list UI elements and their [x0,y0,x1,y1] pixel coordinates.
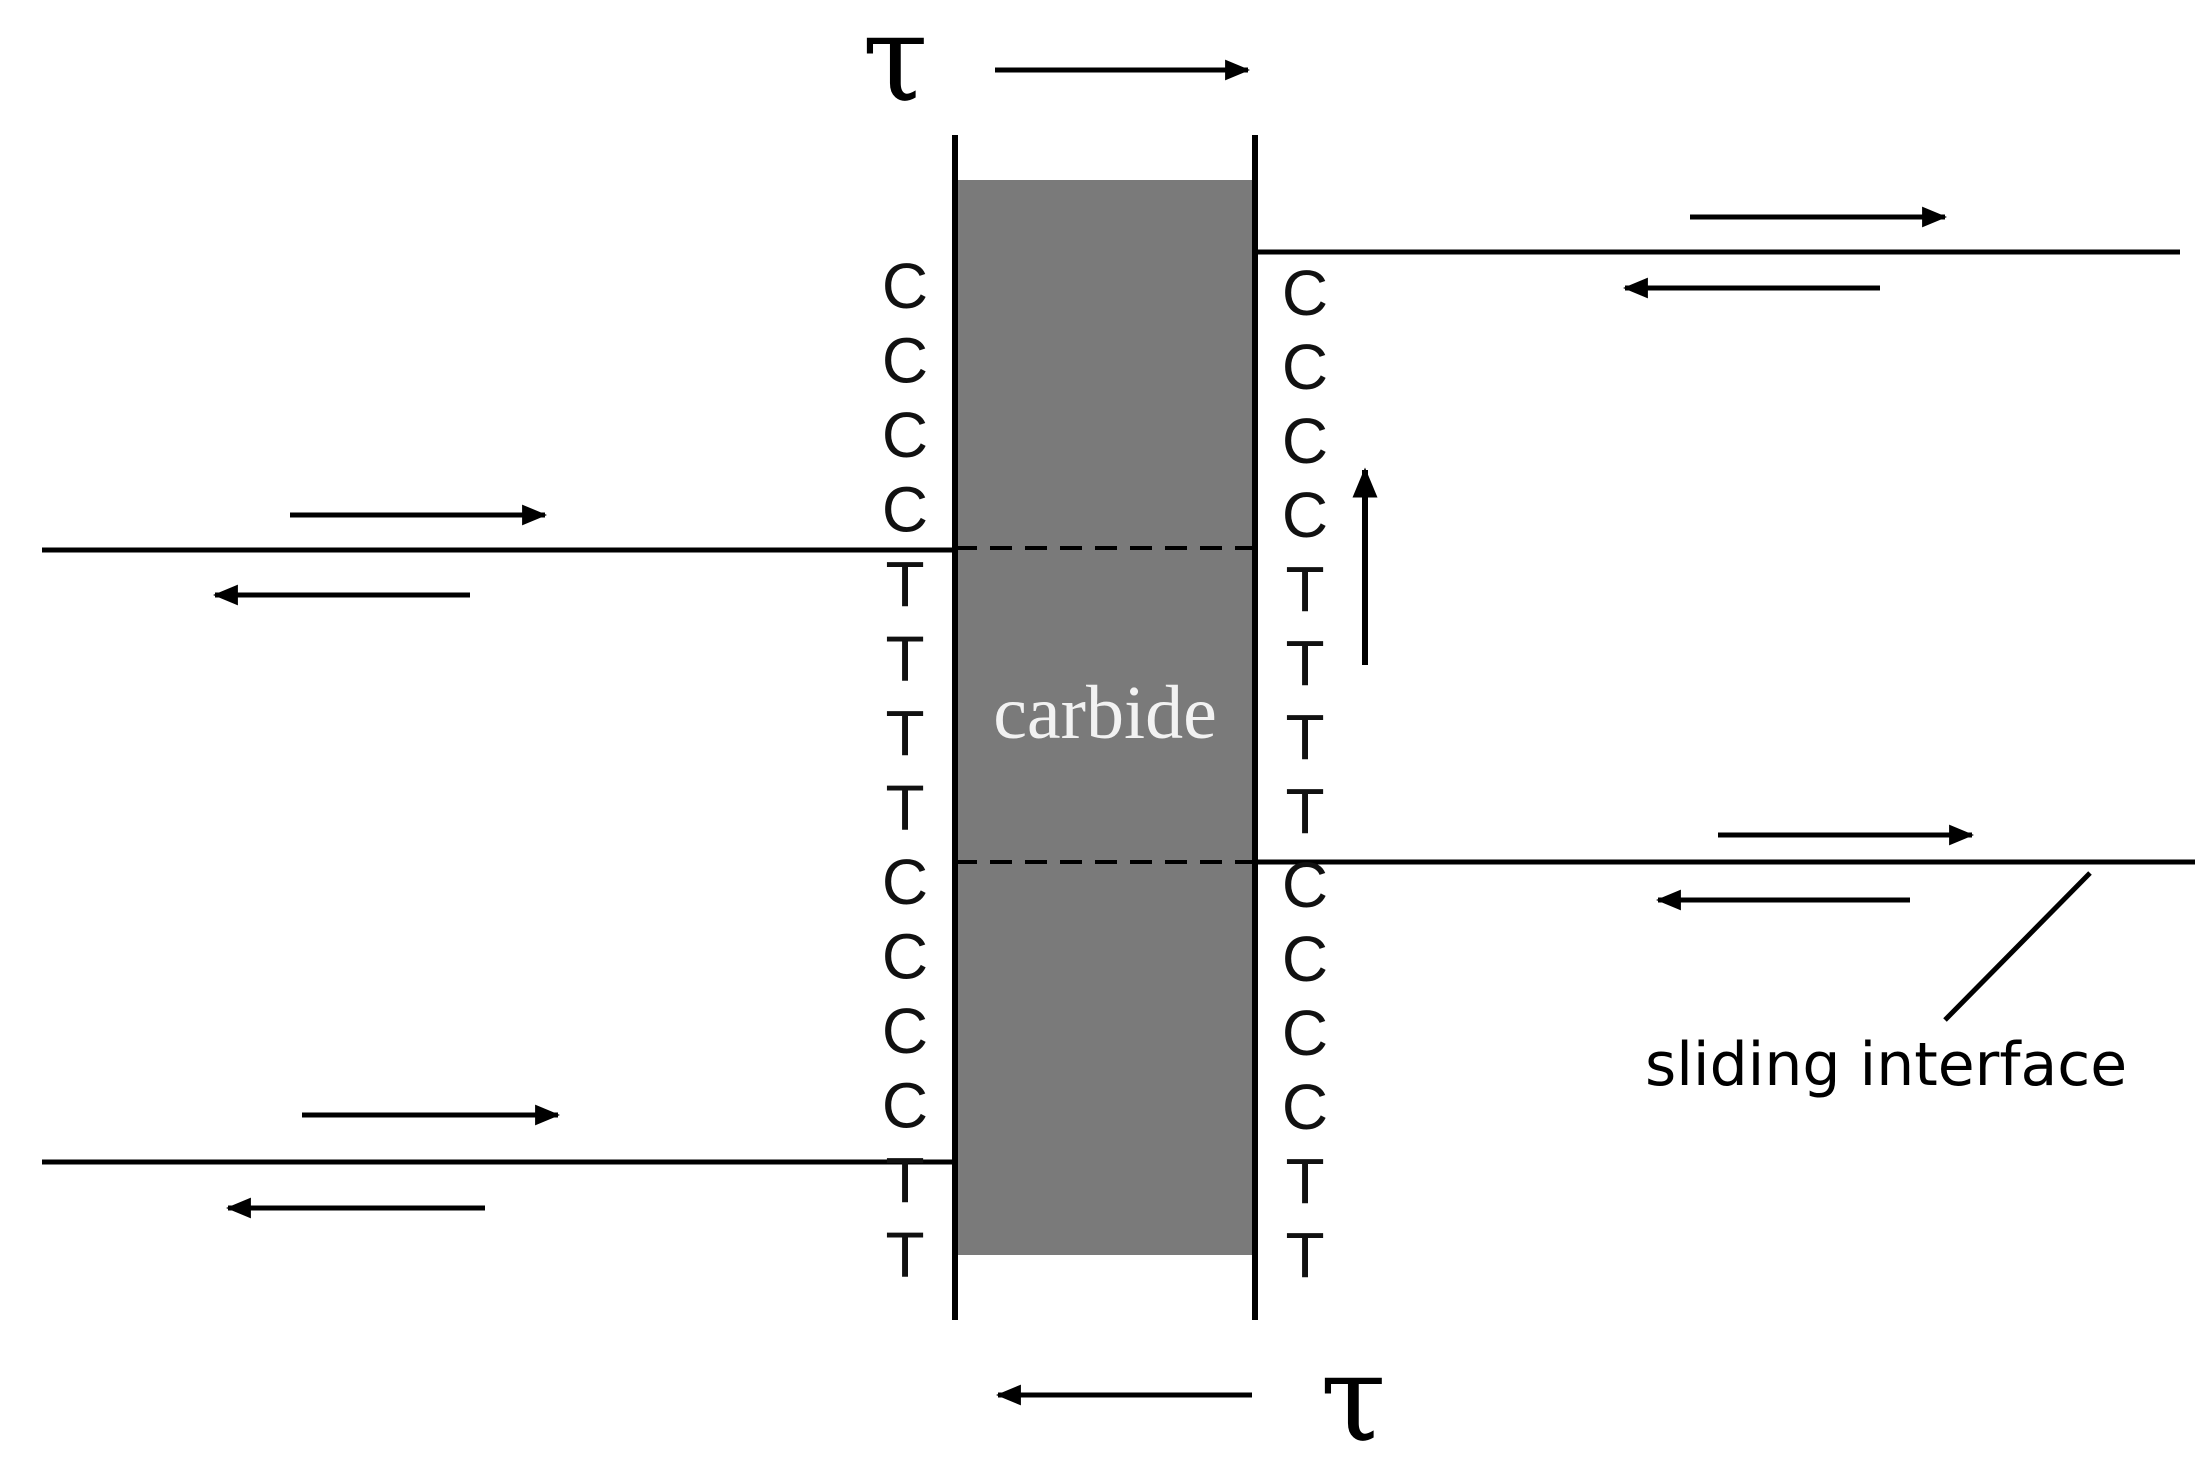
right-sequence-letter-6: T [1285,627,1324,699]
sliding-interface-label: sliding interface [1645,1030,2127,1100]
right-sequence-letter-8: T [1285,775,1324,847]
left-sequence-letter-5: T [885,548,924,620]
left-sequence-letter-12: C [882,1070,928,1142]
left-sequence-letter-6: T [885,623,924,695]
right-sequence-letter-4: C [1282,479,1328,551]
right-sequence-letter-11: C [1282,997,1328,1069]
left-sequence-letter-3: C [882,399,928,471]
right-sequence-letter-5: T [1285,553,1324,625]
right-sequence-letter-12: C [1282,1071,1328,1143]
right-sequence-letter-2: C [1282,331,1328,403]
left-sequence-letter-4: C [882,474,928,546]
sliding-interface-leader [1943,871,2092,1022]
right-sequence-letter-3: C [1282,405,1328,477]
left-sequence-letter-9: C [882,846,928,918]
tau-top-label: τ [862,0,928,129]
carbide-label: carbide [993,671,1217,755]
right-sequence-letter-1: C [1282,257,1328,329]
left-sequence-letter-2: C [882,325,928,397]
left-sequence-letter-11: C [882,995,928,1067]
left-sequence-letter-13: T [885,1144,924,1216]
left-sequence-letter-10: C [882,921,928,993]
left-sequence-letter-14: T [885,1219,924,1291]
right-sequence-letter-7: T [1285,701,1324,773]
left-sequence-letter-8: T [885,772,924,844]
right-sequence-letter-14: T [1285,1219,1324,1291]
right-sequence-letter-10: C [1282,923,1328,995]
right-sequence-letter-9: C [1282,849,1328,921]
left-sequence-letter-1: C [882,250,928,322]
right-sequence-letter-13: T [1285,1145,1324,1217]
tau-bottom-label: τ [1320,1330,1386,1469]
left-sequence-letter-7: T [885,697,924,769]
carbide-block [955,180,1255,1255]
